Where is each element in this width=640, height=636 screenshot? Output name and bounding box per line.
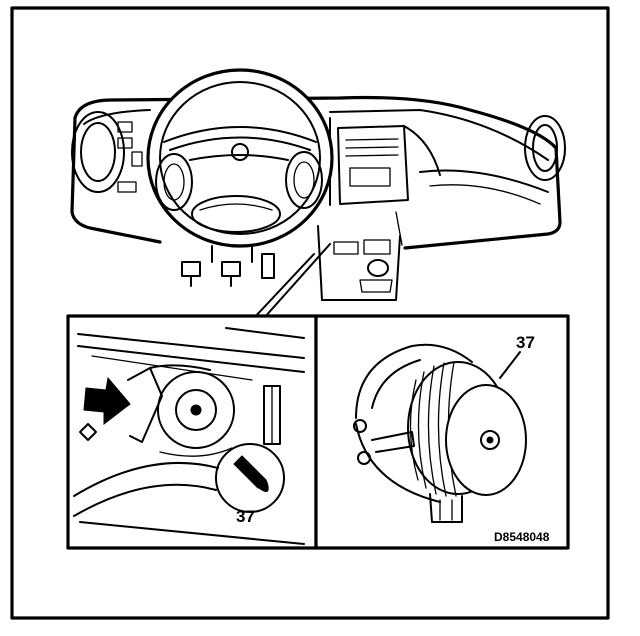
airbag-cover	[191, 195, 281, 233]
right-vent	[524, 115, 566, 181]
dashboard-drawing	[70, 68, 566, 319]
left-vent	[71, 111, 143, 193]
horn-emblem	[231, 143, 249, 161]
blower-housing-installed	[157, 371, 235, 449]
right-inset: 37 D8548048	[314, 314, 570, 550]
screw-detail	[215, 443, 285, 513]
diamond-marker	[79, 423, 97, 441]
detail-leader-lines	[253, 243, 331, 319]
steering-wheel	[146, 68, 334, 248]
dashboard-outline	[73, 95, 562, 250]
blower-motor	[353, 343, 527, 523]
direction-arrow	[83, 376, 131, 426]
outer-frame	[10, 6, 610, 620]
part-leader-line	[499, 351, 521, 379]
figure-code: D8548048	[494, 530, 550, 544]
left-inset: 37	[66, 314, 318, 550]
part-number-label-left: 37	[236, 507, 255, 526]
center-console	[317, 225, 401, 301]
pedals	[181, 245, 275, 287]
part-number-label-right: 37	[516, 333, 535, 352]
center-stack	[337, 125, 441, 246]
